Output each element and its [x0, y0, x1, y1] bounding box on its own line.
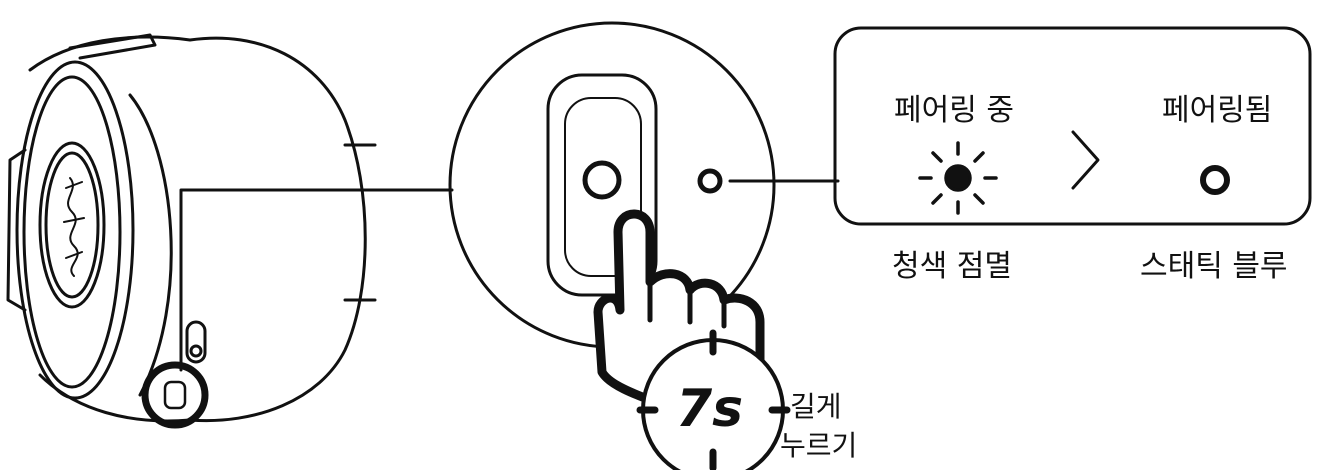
power-button-icon[interactable] [582, 160, 622, 200]
status-panel [833, 26, 1312, 226]
headset-earcup-icon [6, 33, 377, 423]
paired-label: 페어링됨 [1162, 93, 1273, 128]
paired-led-label: 스태틱 블루 [1140, 249, 1288, 284]
pairing-label: 페어링 중 [894, 93, 1014, 128]
button-highlight-ring [141, 361, 209, 429]
timer-duration: 7s [676, 379, 744, 439]
instruction-line-2: 누르기 [780, 429, 858, 462]
power-button-mini [163, 380, 187, 410]
blinking-light-icon [918, 141, 998, 215]
static-light-icon [1200, 165, 1230, 195]
callout-line [179, 188, 454, 372]
led-indicator [697, 168, 723, 194]
chevron-right-icon [1071, 130, 1100, 190]
razer-snake-logo-icon [63, 177, 85, 277]
pairing-led-label: 청색 점멸 [892, 249, 1012, 284]
instruction-line-1: 길게 [790, 390, 842, 423]
button-housing [546, 73, 658, 297]
stopwatch-icon [636, 329, 791, 474]
